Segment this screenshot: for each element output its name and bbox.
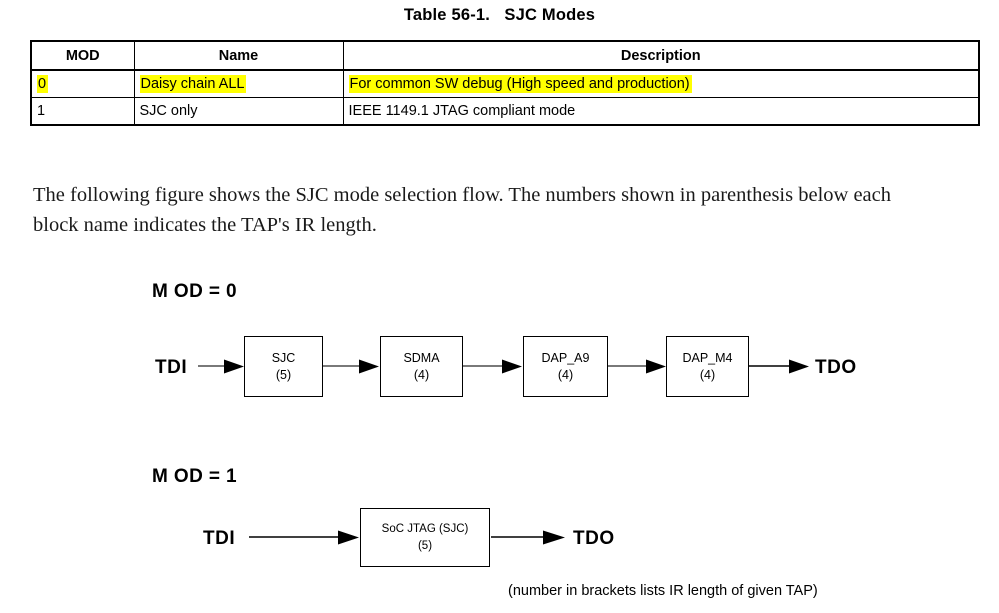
diagram-label-mod-1: M OD = 1: [152, 466, 238, 487]
mod0-arrow-sdma-to-dapa9: [463, 359, 522, 374]
mod0-arrow-tdi-to-sjc: [198, 359, 244, 374]
cell-description-text: For common SW debug (High speed and prod…: [348, 75, 692, 93]
table-caption: Table 56-1. SJC Modes: [403, 6, 596, 24]
cell-description: For common SW debug (High speed and prod…: [342, 69, 980, 98]
cell-description: IEEE 1149.1 JTAG compliant mode: [342, 97, 980, 126]
cell-description-text: IEEE 1149.1 JTAG compliant mode: [348, 103, 576, 119]
diagram-footnote: (number in brackets lists IR length of g…: [508, 583, 818, 599]
mod0-block-sjc: SJC (5): [244, 336, 323, 397]
mod0-block-dap-a9: DAP_A9 (4): [523, 336, 608, 397]
mod0-block-sjc-ir: (5): [275, 367, 292, 382]
table-row: 1 SJC only IEEE 1149.1 JTAG compliant mo…: [30, 97, 980, 126]
mod0-block-sdma-name: SDMA: [403, 350, 440, 365]
cell-name: Daisy chain ALL: [133, 69, 344, 98]
diagram-label-mod-0: M OD = 0: [152, 281, 238, 302]
cell-mod-text: 1: [37, 103, 46, 119]
mod0-block-sdma: SDMA (4): [380, 336, 463, 397]
mod0-block-dap-m4-name: DAP_M4: [682, 350, 733, 365]
mod0-block-sjc-name: SJC: [271, 350, 296, 365]
mod0-arrow-dapm4-to-tdo: [749, 359, 809, 374]
sjc-modes-table: MOD Name Description 0 Daisy chain ALL F…: [30, 40, 980, 126]
column-header-description: Description: [342, 40, 980, 71]
cell-mod-text: 0: [37, 75, 49, 93]
mod0-block-dap-m4-ir: (4): [699, 367, 716, 382]
mod1-block-soc-jtag: SoC JTAG (SJC) (5): [360, 508, 490, 567]
column-header-mod: MOD: [30, 40, 135, 71]
mod0-output-port-tdo: TDO: [815, 357, 857, 378]
cell-name: SJC only: [133, 97, 344, 126]
mod1-input-port-tdi: TDI: [203, 528, 236, 549]
cell-name-text: Daisy chain ALL: [139, 75, 247, 93]
cell-name-text: SJC only: [139, 103, 198, 119]
table-header-row: MOD Name Description: [30, 40, 980, 71]
column-header-name: Name: [133, 40, 344, 71]
mod0-block-dap-a9-ir: (4): [557, 367, 574, 382]
mod1-block-soc-jtag-name: SoC JTAG (SJC): [381, 522, 469, 535]
intro-paragraph: The following figure shows the SJC mode …: [33, 184, 891, 236]
mod1-output-port-tdo: TDO: [573, 528, 615, 549]
table-row: 0 Daisy chain ALL For common SW debug (H…: [30, 69, 980, 98]
mod0-block-sdma-ir: (4): [413, 367, 430, 382]
mod0-arrow-sjc-to-sdma: [323, 359, 379, 374]
mod0-input-port-tdi: TDI: [155, 357, 188, 378]
mod0-block-dap-a9-name: DAP_A9: [541, 350, 590, 365]
mod0-block-dap-m4: DAP_M4 (4): [666, 336, 749, 397]
cell-mod: 0: [30, 69, 135, 98]
mod1-arrow-socjtag-to-tdo: [491, 530, 565, 545]
mod1-block-soc-jtag-ir: (5): [417, 539, 433, 552]
mod1-arrow-tdi-to-socjtag: [249, 530, 359, 545]
mod0-arrow-dapa9-to-dapm4: [608, 359, 666, 374]
cell-mod: 1: [30, 97, 135, 126]
